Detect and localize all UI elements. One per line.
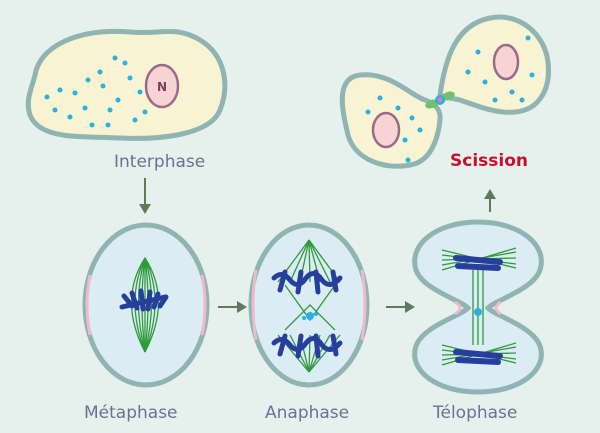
scission-label: Scission bbox=[450, 151, 528, 171]
arrow-right-icon bbox=[218, 301, 247, 313]
metaphase-cell bbox=[82, 222, 210, 388]
telophase-furrow-left bbox=[454, 300, 462, 316]
anaphase-chromosomes-bottom bbox=[271, 333, 343, 359]
anaphase-membrane-left bbox=[251, 269, 258, 341]
metaphase-membrane-left bbox=[85, 274, 92, 336]
anaphase-membrane-right bbox=[360, 269, 367, 341]
daughter-nucleus-upper bbox=[492, 43, 520, 81]
metaphase-membrane-right bbox=[200, 274, 207, 336]
arrow-up-icon bbox=[484, 189, 496, 212]
interphase-granules bbox=[44, 55, 148, 128]
interphase-nucleus bbox=[144, 63, 180, 109]
metaphase-chromosomes bbox=[119, 288, 169, 312]
anaphase-chromosomes-top bbox=[271, 269, 343, 295]
daughter-nucleus-lower bbox=[371, 111, 401, 149]
telophase-cell bbox=[412, 219, 544, 395]
interphase-cell: N bbox=[25, 28, 228, 141]
telophase-label: Télophase bbox=[433, 403, 518, 423]
telophase-midbody bbox=[474, 308, 482, 316]
interphase-label: Interphase bbox=[114, 152, 206, 172]
telophase-chromosomes-bottom bbox=[453, 349, 503, 365]
telophase-furrow-right bbox=[494, 300, 502, 316]
scission-cells bbox=[339, 14, 551, 169]
scission-bridge bbox=[425, 91, 455, 109]
arrow-right-icon bbox=[386, 301, 415, 313]
anaphase-centromere bbox=[302, 312, 318, 320]
interphase-cell-body bbox=[25, 28, 228, 141]
nucleus-letter: N bbox=[157, 80, 167, 94]
anaphase-label: Anaphase bbox=[265, 403, 350, 423]
arrow-down-icon bbox=[139, 178, 151, 214]
daughter-granules bbox=[365, 35, 535, 163]
anaphase-cell bbox=[248, 222, 370, 388]
telophase-chromosomes-top bbox=[453, 255, 503, 271]
metaphase-label: Métaphase bbox=[84, 403, 178, 423]
